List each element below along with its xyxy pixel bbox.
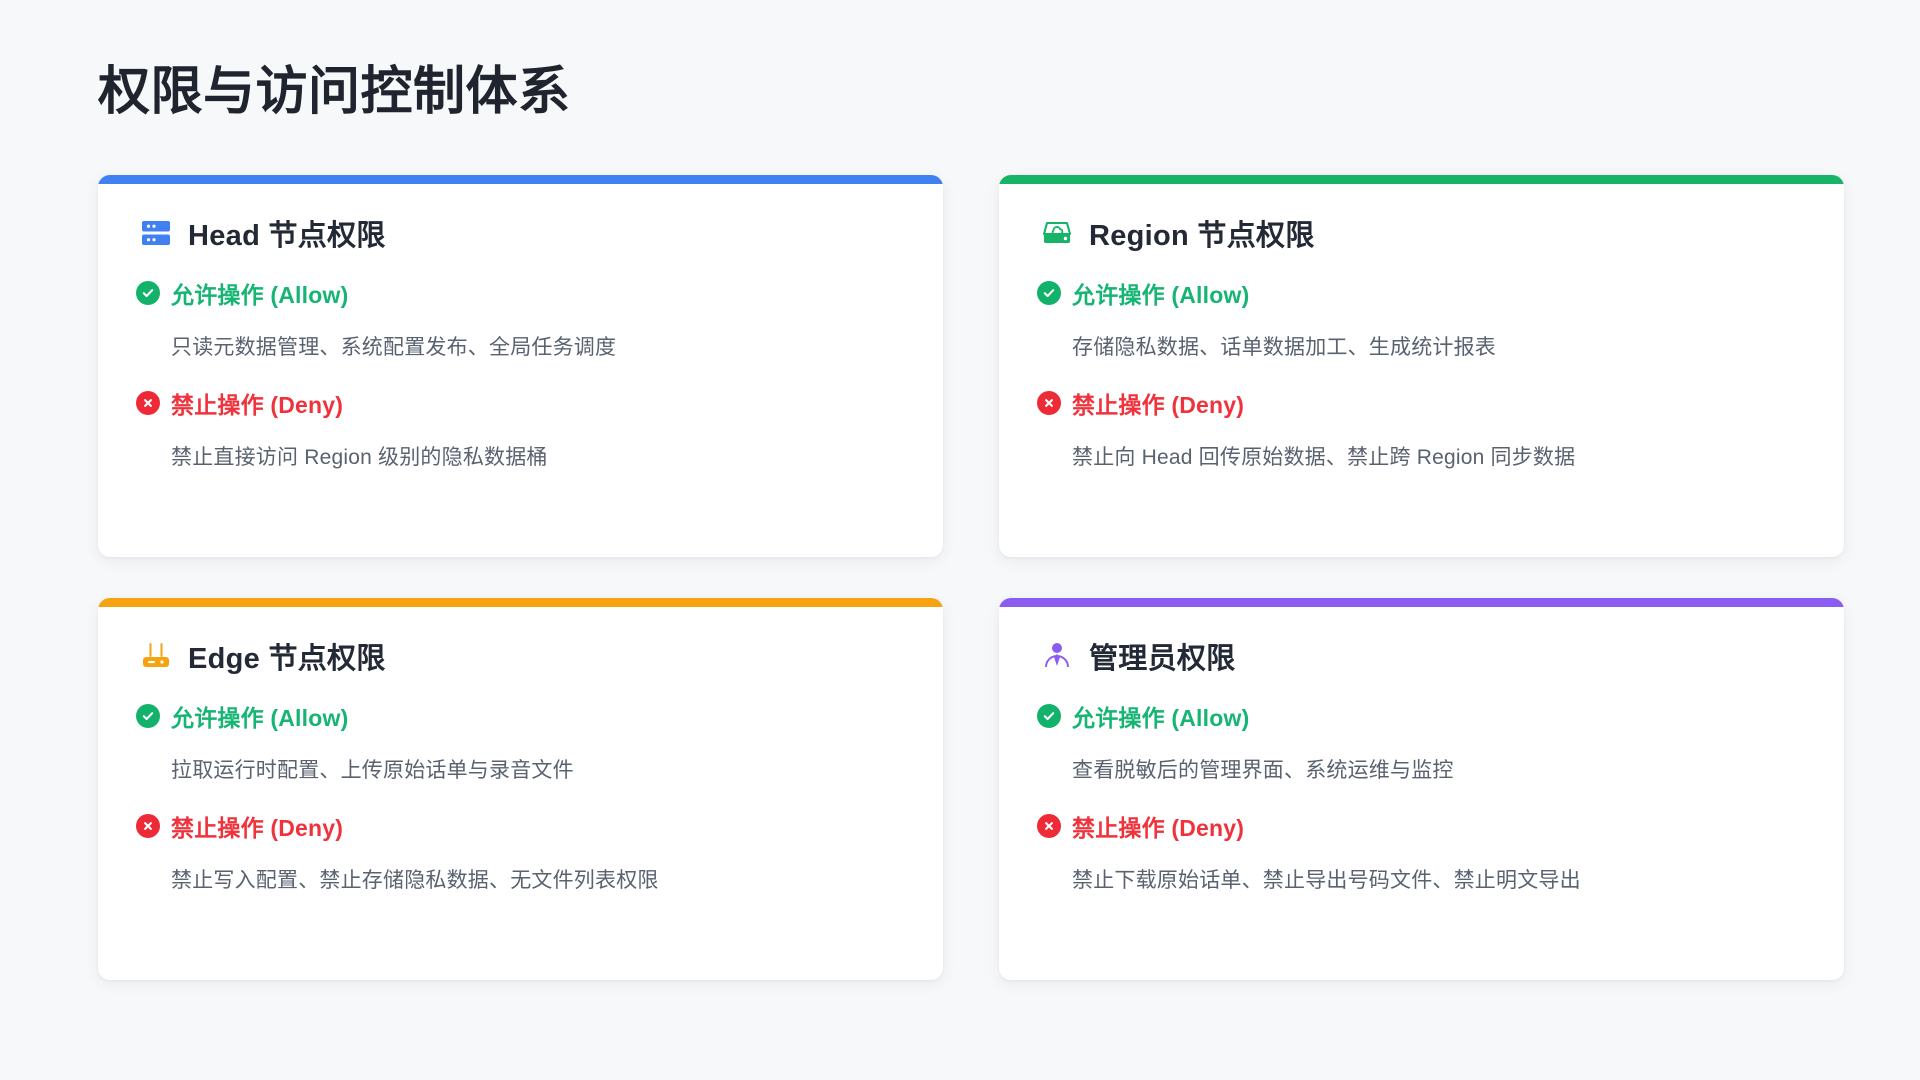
x-circle-icon [1037, 813, 1061, 838]
permission-card-administrator[interactable]: 管理员权限 允许操作 (Allow) 查看脱敏后的管理界面、系统运维与监控 [999, 598, 1844, 981]
deny-label-admin: 禁止操作 (Deny) [1072, 814, 1245, 841]
check-circle-icon [1037, 704, 1061, 729]
deny-header-admin: 禁止操作 (Deny) [1037, 809, 1806, 843]
card-body-admin: 管理员权限 允许操作 (Allow) 查看脱敏后的管理界面、系统运维与监控 [999, 607, 1844, 980]
card-body-edge: Edge 节点权限 允许操作 (Allow) 拉取运行时配置、上传原始话单与录音… [98, 607, 943, 980]
deny-detail-admin: 禁止下载原始话单、禁止导出号码文件、禁止明文导出 [1072, 868, 1581, 892]
card-accent-bar-admin [999, 598, 1844, 608]
deny-detail-head: 禁止直接访问 Region 级别的隐私数据桶 [171, 445, 548, 469]
x-circle-icon [1037, 390, 1061, 415]
check-circle-icon [136, 704, 160, 729]
deny-header-head: 禁止操作 (Deny) [136, 386, 905, 420]
server-rack-icon [138, 215, 174, 251]
allow-block-edge: 允许操作 (Allow) 拉取运行时配置、上传原始话单与录音文件 [136, 699, 905, 801]
deny-block-head: 禁止操作 (Deny) 禁止直接访问 Region 级别的隐私数据桶 [136, 386, 905, 474]
deny-detail-edge: 禁止写入配置、禁止存储隐私数据、无文件列表权限 [171, 868, 659, 892]
permission-card-grid: Head 节点权限 允许操作 (Allow) 只读元数据管理、系统配置发布、全局… [98, 175, 1844, 981]
deny-block-edge: 禁止操作 (Deny) 禁止写入配置、禁止存储隐私数据、无文件列表权限 [136, 809, 905, 897]
deny-block-region: 禁止操作 (Deny) 禁止向 Head 回传原始数据、禁止跨 Region 同… [1037, 386, 1806, 474]
x-circle-icon [136, 390, 160, 415]
person-admin-icon [1039, 638, 1075, 674]
deny-label-edge: 禁止操作 (Deny) [171, 814, 344, 841]
page-title: 权限与访问控制体系 [98, 63, 571, 121]
check-circle-icon [136, 281, 160, 306]
check-circle-icon [1037, 281, 1061, 306]
allow-header-admin: 允许操作 (Allow) [1037, 699, 1806, 733]
allow-header-edge: 允许操作 (Allow) [136, 699, 905, 733]
allow-label-region: 允许操作 (Allow) [1072, 282, 1250, 309]
card-body-region: Region 节点权限 允许操作 (Allow) 存储隐私数据、话单数据加工、生… [999, 184, 1844, 557]
card-header-edge: Edge 节点权限 [138, 635, 905, 677]
card-title-region: Region 节点权限 [1089, 220, 1315, 253]
card-accent-bar-edge [98, 598, 943, 608]
allow-label-edge: 允许操作 (Allow) [171, 705, 349, 732]
card-header-head: Head 节点权限 [138, 212, 905, 254]
permission-card-head-node[interactable]: Head 节点权限 允许操作 (Allow) 只读元数据管理、系统配置发布、全局… [98, 175, 943, 558]
allow-block-head: 允许操作 (Allow) 只读元数据管理、系统配置发布、全局任务调度 [136, 276, 905, 378]
card-body-head: Head 节点权限 允许操作 (Allow) 只读元数据管理、系统配置发布、全局… [98, 184, 943, 557]
permission-card-edge-node[interactable]: Edge 节点权限 允许操作 (Allow) 拉取运行时配置、上传原始话单与录音… [98, 598, 943, 981]
allow-block-admin: 允许操作 (Allow) 查看脱敏后的管理界面、系统运维与监控 [1037, 699, 1806, 801]
card-accent-bar-head [98, 175, 943, 185]
card-accent-bar-region [999, 175, 1844, 185]
allow-block-region: 允许操作 (Allow) 存储隐私数据、话单数据加工、生成统计报表 [1037, 276, 1806, 378]
allow-label-head: 允许操作 (Allow) [171, 282, 349, 309]
deny-detail-region: 禁止向 Head 回传原始数据、禁止跨 Region 同步数据 [1072, 445, 1576, 469]
router-icon [138, 638, 174, 674]
card-title-edge: Edge 节点权限 [188, 643, 386, 676]
allow-detail-head: 只读元数据管理、系统配置发布、全局任务调度 [171, 336, 617, 360]
deny-label-head: 禁止操作 (Deny) [171, 391, 344, 418]
card-title-admin: 管理员权限 [1089, 643, 1236, 676]
allow-header-head: 允许操作 (Allow) [136, 276, 905, 310]
allow-detail-region: 存储隐私数据、话单数据加工、生成统计报表 [1072, 336, 1496, 360]
deny-header-edge: 禁止操作 (Deny) [136, 809, 905, 843]
allow-detail-admin: 查看脱敏后的管理界面、系统运维与监控 [1072, 759, 1454, 783]
allow-label-admin: 允许操作 (Allow) [1072, 705, 1250, 732]
x-circle-icon [136, 813, 160, 838]
permission-card-region-node[interactable]: Region 节点权限 允许操作 (Allow) 存储隐私数据、话单数据加工、生… [999, 175, 1844, 558]
deny-block-admin: 禁止操作 (Deny) 禁止下载原始话单、禁止导出号码文件、禁止明文导出 [1037, 809, 1806, 897]
deny-label-region: 禁止操作 (Deny) [1072, 391, 1245, 418]
cloud-storage-icon [1039, 215, 1075, 251]
allow-header-region: 允许操作 (Allow) [1037, 276, 1806, 310]
deny-header-region: 禁止操作 (Deny) [1037, 386, 1806, 420]
card-title-head: Head 节点权限 [188, 220, 386, 253]
card-header-admin: 管理员权限 [1039, 635, 1806, 677]
card-header-region: Region 节点权限 [1039, 212, 1806, 254]
allow-detail-edge: 拉取运行时配置、上传原始话单与录音文件 [171, 759, 574, 783]
